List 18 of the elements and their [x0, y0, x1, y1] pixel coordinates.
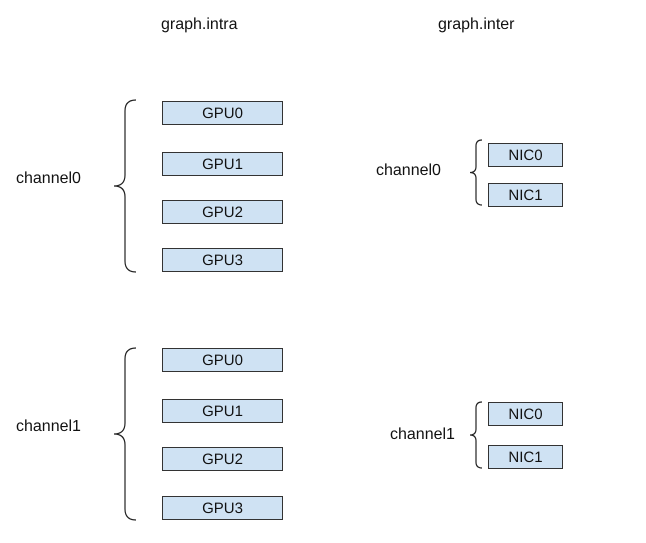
- channel-label: channel0: [376, 162, 441, 180]
- channel-label: channel1: [390, 426, 455, 444]
- device-box: GPU1: [162, 152, 283, 176]
- device-box: GPU2: [162, 447, 283, 471]
- column-heading: graph.intra: [161, 16, 238, 34]
- device-box: GPU0: [162, 101, 283, 125]
- device-box: GPU1: [162, 399, 283, 423]
- device-box: GPU2: [162, 200, 283, 224]
- device-box: NIC1: [488, 183, 563, 207]
- device-box: NIC0: [488, 143, 563, 167]
- device-box: GPU0: [162, 348, 283, 372]
- device-box: NIC1: [488, 445, 563, 469]
- channel-label: channel1: [16, 418, 81, 436]
- device-box: GPU3: [162, 248, 283, 272]
- channel-label: channel0: [16, 170, 81, 188]
- device-box: NIC0: [488, 402, 563, 426]
- device-box: GPU3: [162, 496, 283, 520]
- column-heading: graph.inter: [438, 16, 514, 34]
